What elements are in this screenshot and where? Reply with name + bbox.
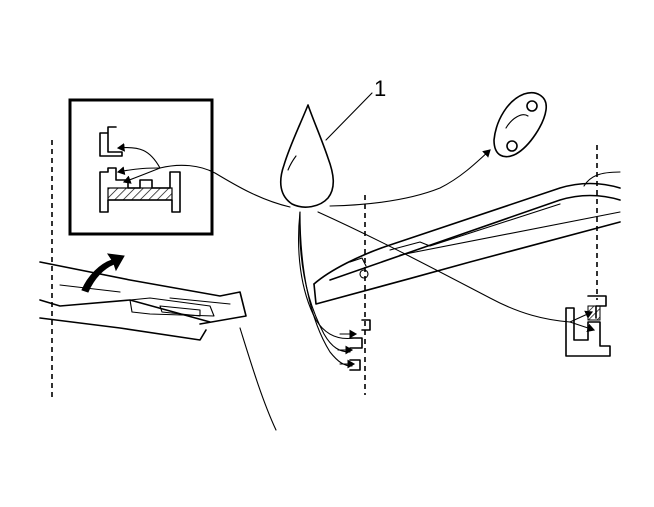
callout-1-label: 1 [374,76,386,101]
sealant-drop-icon [279,104,335,208]
inset-detail-box [68,98,214,236]
right-section-detail [565,295,611,357]
leader-to-bracket [329,149,491,207]
leader-to-right-section [317,211,571,323]
leader-to-inset [159,164,291,208]
callout-1: 1 [325,76,386,141]
roof-rail-panel [313,171,621,305]
curved-arrow-icon [81,253,125,293]
leader-to-center-section-c [299,211,353,367]
callout-1-leader [325,92,373,141]
mounting-bracket-icon [493,92,547,158]
center-section-detail [337,319,371,371]
lower-trim-strip [39,261,277,431]
